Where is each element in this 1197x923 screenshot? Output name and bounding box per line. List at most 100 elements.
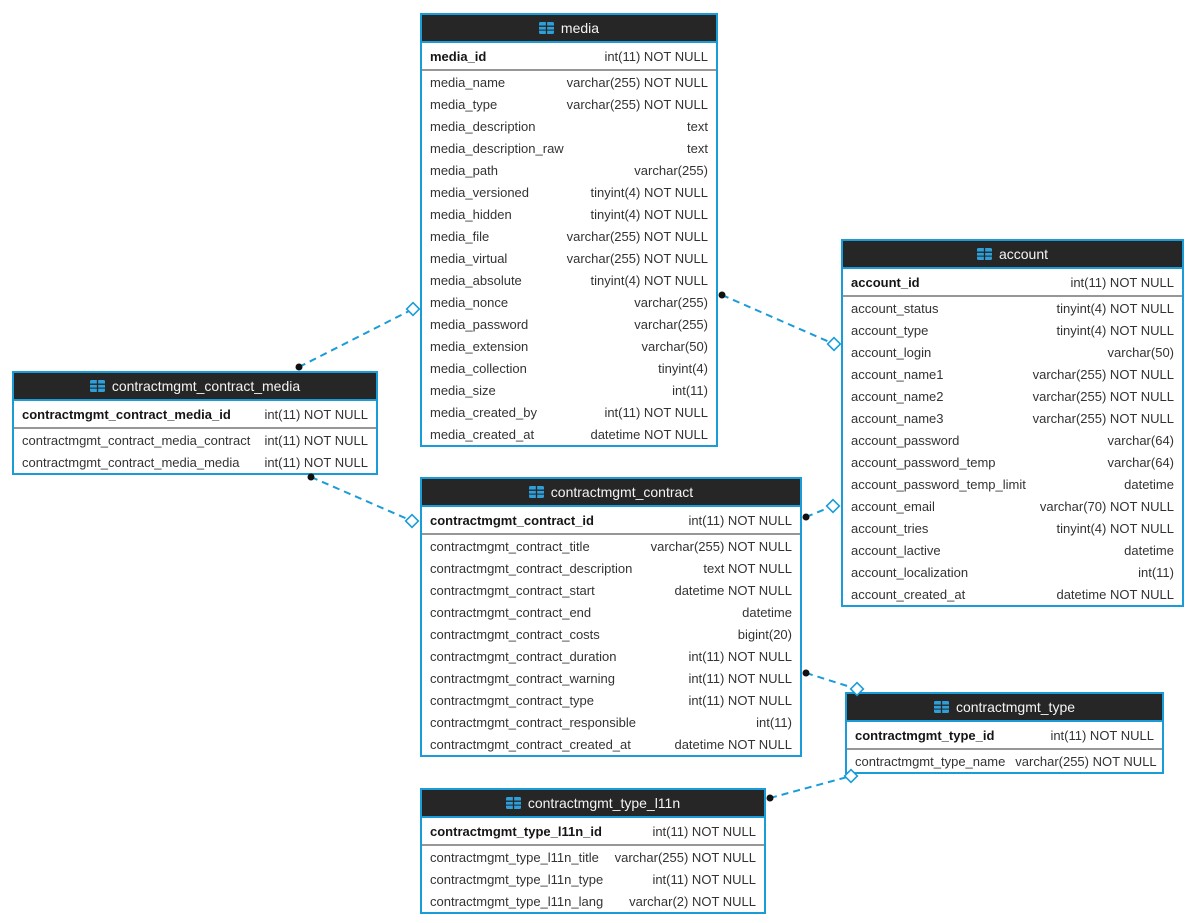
table-header[interactable]: contractmgmt_contract <box>422 479 800 507</box>
column-row: contractmgmt_contract_start datetime NOT … <box>422 579 800 601</box>
column-name: media_versioned <box>430 184 530 200</box>
connection-contractmgmt_contract_media-to-media[interactable] <box>298 308 414 368</box>
column-name: contractmgmt_contract_start <box>430 582 595 598</box>
primary-key-separator <box>422 844 764 846</box>
column-type: int(11) NOT NULL <box>264 432 368 448</box>
table-contractmgmt_contract_media[interactable]: contractmgmt_contract_media contractmgmt_… <box>12 371 378 475</box>
column-type: int(11) NOT NULL <box>1070 274 1174 290</box>
column-type: tinyint(4) NOT NULL <box>590 206 708 222</box>
column-type: datetime <box>1124 542 1174 558</box>
connection-contractmgmt_type_l11n-to-contractmgmt_type[interactable] <box>769 775 852 799</box>
column-name: contractmgmt_contract_end <box>430 604 592 620</box>
column-type: varchar(2) NOT NULL <box>629 893 756 909</box>
column-type: datetime NOT NULL <box>674 582 792 598</box>
column-name: contractmgmt_contract_type <box>430 692 595 708</box>
connection-contractmgmt_contract-to-contractmgmt_type[interactable] <box>805 672 858 690</box>
connection-contractmgmt_contract-to-account[interactable] <box>805 505 834 518</box>
table-account[interactable]: account account_id int(11) NOT NULL account… <box>841 239 1184 607</box>
column-type: varchar(50) <box>1107 344 1174 360</box>
column-type: varchar(64) <box>1107 454 1174 470</box>
connection-contractmgmt_contract_media-to-contractmgmt_contract[interactable] <box>310 476 413 522</box>
table-title: contractmgmt_type <box>955 699 1076 715</box>
column-name: contractmgmt_contract_media_contract <box>22 432 251 448</box>
column-type: int(11) NOT NULL <box>264 454 368 470</box>
column-name: media_file <box>430 228 490 244</box>
column-name: media_type <box>430 96 498 112</box>
column-name: contractmgmt_contract_description <box>430 560 633 576</box>
column-name: contractmgmt_contract_id <box>430 512 594 528</box>
table-icon <box>505 797 521 809</box>
table-header[interactable]: contractmgmt_contract_media <box>14 373 376 401</box>
column-type: varchar(255) <box>634 162 708 178</box>
column-name: account_password <box>851 432 960 448</box>
column-type: varchar(255) NOT NULL <box>566 96 708 112</box>
column-type: int(11) NOT NULL <box>604 48 708 64</box>
connection-media-to-account[interactable] <box>721 294 835 345</box>
column-name: account_name3 <box>851 410 944 426</box>
column-row: media_description_raw text <box>422 137 716 159</box>
column-row: contractmgmt_contract_responsible int(11) <box>422 711 800 733</box>
column-name: account_password_temp_limit <box>851 476 1026 492</box>
column-type: int(11) NOT NULL <box>688 692 792 708</box>
column-name: media_created_at <box>430 426 535 442</box>
column-type: int(11) NOT NULL <box>652 823 756 839</box>
column-type: text <box>687 140 708 156</box>
column-name: media_absolute <box>430 272 522 288</box>
table-title: contractmgmt_type_l11n <box>527 795 681 811</box>
column-name: contractmgmt_type_id <box>855 727 995 743</box>
column-name: contractmgmt_contract_responsible <box>430 714 636 730</box>
column-name: media_description_raw <box>430 140 564 156</box>
table-header[interactable]: account <box>843 241 1182 269</box>
column-name: contractmgmt_type_l11n_title <box>430 849 599 865</box>
primary-key-separator <box>14 427 376 429</box>
column-name: account_id <box>851 274 920 290</box>
column-row: contractmgmt_contract_media_contract int(… <box>14 429 376 451</box>
column-row: media_type varchar(255) NOT NULL <box>422 93 716 115</box>
column-name: account_name2 <box>851 388 944 404</box>
column-type: int(11) NOT NULL <box>652 871 756 887</box>
table-header[interactable]: contractmgmt_type_l11n <box>422 790 764 818</box>
column-type: varchar(255) NOT NULL <box>650 538 792 554</box>
column-name: contractmgmt_contract_costs <box>430 626 600 642</box>
column-name: account_localization <box>851 564 969 580</box>
column-name: media_nonce <box>430 294 509 310</box>
column-name: account_tries <box>851 520 929 536</box>
table-contractmgmt_type[interactable]: contractmgmt_type contractmgmt_type_id int… <box>845 692 1164 774</box>
column-name: media_id <box>430 48 487 64</box>
table-header[interactable]: media <box>422 15 716 43</box>
column-type: datetime NOT NULL <box>674 736 792 752</box>
table-contractmgmt_type_l11n[interactable]: contractmgmt_type_l11n contractmgmt_type_… <box>420 788 766 914</box>
column-name: media_size <box>430 382 496 398</box>
table-title: contractmgmt_contract_media <box>111 378 301 394</box>
column-row: account_login varchar(50) <box>843 341 1182 363</box>
column-name: media_path <box>430 162 498 178</box>
column-name: account_login <box>851 344 932 360</box>
column-type: int(11) <box>756 714 792 730</box>
column-type: int(11) NOT NULL <box>1050 727 1154 743</box>
table-header[interactable]: contractmgmt_type <box>847 694 1162 722</box>
column-name: media_description <box>430 118 536 134</box>
table-contractmgmt_contract[interactable]: contractmgmt_contract contractmgmt_contra… <box>420 477 802 757</box>
primary-key-row: contractmgmt_type_id int(11) NOT NULL <box>847 722 1162 748</box>
column-name: contractmgmt_contract_warning <box>430 670 615 686</box>
primary-key-row: media_id int(11) NOT NULL <box>422 43 716 69</box>
